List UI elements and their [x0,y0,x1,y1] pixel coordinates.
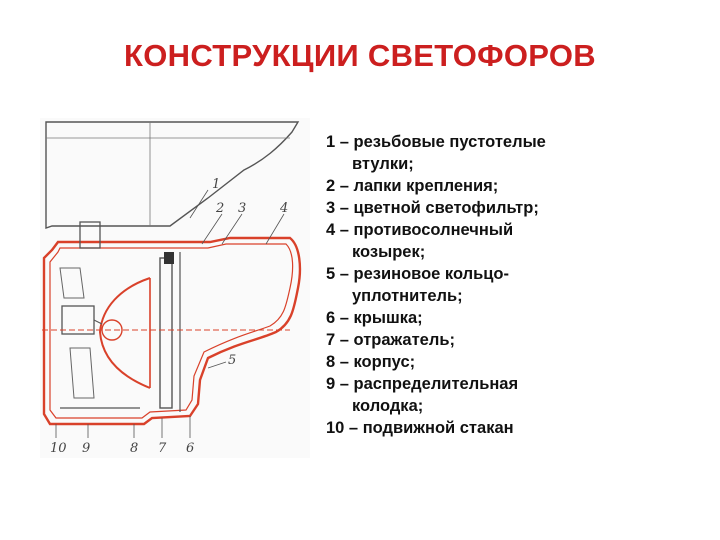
housing-inner-outline [49,243,294,419]
leader-4 [265,213,285,245]
leader-3 [221,213,243,245]
legend-item: 2 – лапки крепления; [326,177,499,195]
legend-item-continuation: колодка; [352,397,424,415]
legend-item-continuation: козырек; [352,243,426,261]
callout-3: 3 [238,201,246,216]
housing-outline [42,236,302,426]
drawing-canvas: 1 2 3 4 5 10 9 8 7 6 [40,118,310,458]
gasket-top [164,252,174,264]
leader-5 [207,361,227,369]
callout-6: 6 [186,441,194,456]
callout-10: 10 [50,441,67,456]
callout-4: 4 [279,201,288,216]
legend-item: 5 – резиновое кольцо-уплотнитель; [326,263,706,307]
callout-8: 8 [130,441,138,456]
legend-item: 8 – корпус; [326,353,416,371]
callout-9: 9 [82,441,90,456]
legend-item-continuation: втулки; [352,155,414,173]
callout-5: 5 [228,353,236,368]
distribution-block [69,347,95,399]
reflector-curve [98,277,151,389]
callout-7: 7 [158,441,167,456]
threaded-bushing [79,221,101,249]
leader-1 [189,189,209,219]
legend-item: 10 – подвижной стакан [326,419,514,437]
lamp-wire [93,319,103,325]
legend-item: 3 – цветной светофильтр; [326,199,539,217]
callout-1: 1 [212,177,220,192]
drawing-background [40,118,310,458]
legend-item-continuation: уплотнитель; [352,287,463,305]
legend-item: 7 – отражатель; [326,331,455,349]
callout-2: 2 [215,201,224,216]
traffic-light-cross-section-drawing: 1 2 3 4 5 10 9 8 7 6 [40,118,310,458]
legend-item: 6 – крышка; [326,309,423,327]
leader-2 [201,213,223,245]
slide-title: КОНСТРУКЦИИ СВЕТОФОРОВ [124,38,596,73]
mounting-bracket [59,267,85,299]
